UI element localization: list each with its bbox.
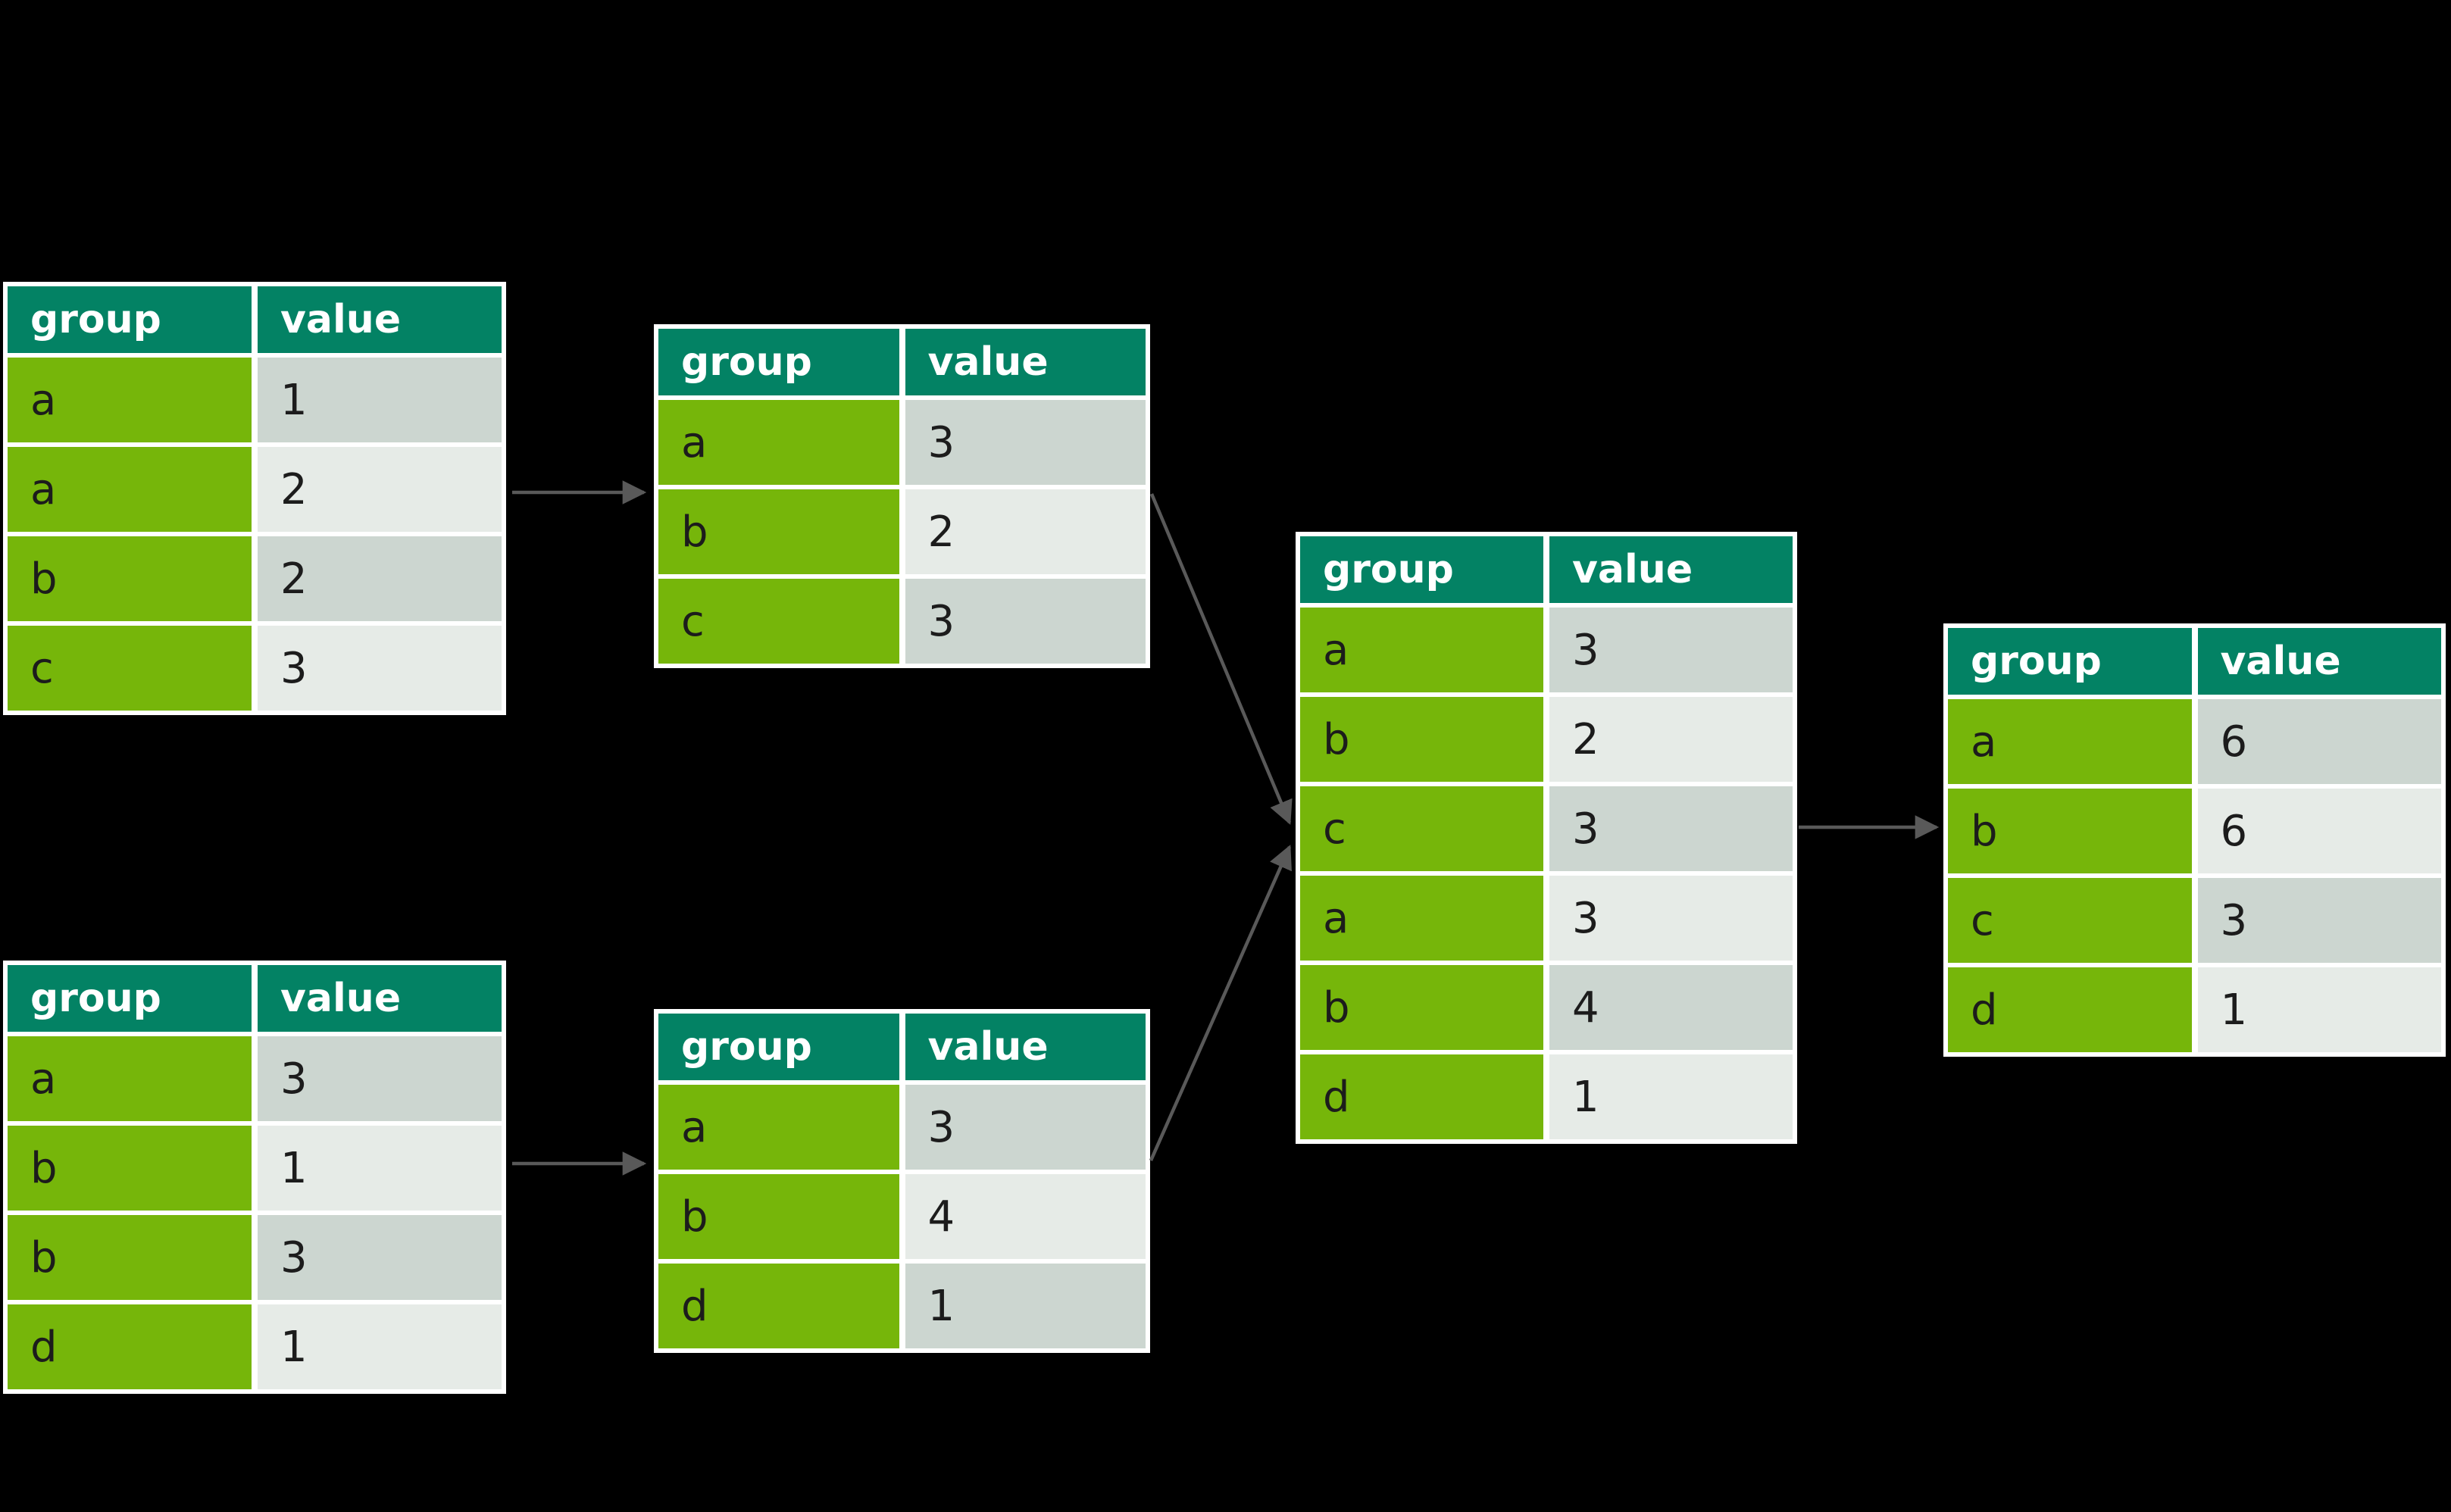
column-header-value: value <box>258 965 502 1032</box>
group-cell: a <box>658 400 899 485</box>
group-cell: c <box>1300 786 1543 871</box>
group-cell: a <box>8 358 252 442</box>
table-row: a 1 <box>8 358 502 442</box>
table-right: group value a 6 b 6 c 3 d 1 <box>1943 623 2446 1057</box>
group-cell: a <box>658 1085 899 1170</box>
table-row: d 1 <box>1300 1054 1793 1139</box>
table-row: b 2 <box>1300 697 1793 782</box>
table-row: b 4 <box>1300 965 1793 1050</box>
arrow-top-middle-to-center <box>1149 493 1293 825</box>
value-cell: 6 <box>2197 789 2441 873</box>
table-top-middle: group value a 3 b 2 c 3 <box>654 324 1150 668</box>
table-row: a 6 <box>1948 699 2441 784</box>
value-cell: 3 <box>905 579 1146 664</box>
table-header-row: group value <box>8 965 502 1032</box>
value-cell: 3 <box>905 1085 1146 1170</box>
column-header-group: group <box>8 965 252 1032</box>
group-cell: c <box>1948 878 2192 963</box>
value-cell: 1 <box>258 1126 502 1211</box>
group-cell: b <box>658 1174 899 1259</box>
table-header-row: group value <box>1948 628 2441 695</box>
group-cell: b <box>1300 965 1543 1050</box>
group-cell: b <box>8 1215 252 1300</box>
table-row: c 3 <box>1948 878 2441 963</box>
value-cell: 1 <box>258 1304 502 1389</box>
group-cell: a <box>1300 876 1543 961</box>
group-cell: a <box>1948 699 2192 784</box>
value-cell: 1 <box>258 358 502 442</box>
group-cell: d <box>8 1304 252 1389</box>
table-top-left: group value a 1 a 2 b 2 c 3 <box>3 282 506 715</box>
value-cell: 3 <box>258 626 502 711</box>
table-row: b 2 <box>8 536 502 621</box>
value-cell: 4 <box>905 1174 1146 1259</box>
table-header-row: group value <box>658 1014 1146 1080</box>
group-cell: b <box>1948 789 2192 873</box>
table-center: group value a 3 b 2 c 3 a 3 b 4 d 1 <box>1296 532 1797 1144</box>
column-header-value: value <box>258 286 502 353</box>
table-row: b 6 <box>1948 789 2441 873</box>
value-cell: 2 <box>905 489 1146 574</box>
table-row: c 3 <box>1300 786 1793 871</box>
table-header-row: group value <box>8 286 502 353</box>
value-cell: 2 <box>258 536 502 621</box>
group-cell: a <box>8 447 252 532</box>
table-row: c 3 <box>8 626 502 711</box>
value-cell: 3 <box>1549 786 1793 871</box>
group-cell: b <box>8 1126 252 1211</box>
column-header-group: group <box>1948 628 2192 695</box>
table-row: b 1 <box>8 1126 502 1211</box>
table-bottom-left: group value a 3 b 1 b 3 d 1 <box>3 961 506 1394</box>
column-header-value: value <box>905 1014 1146 1080</box>
column-header-group: group <box>1300 536 1543 603</box>
column-header-group: group <box>658 1014 899 1080</box>
group-cell: b <box>8 536 252 621</box>
group-cell: b <box>658 489 899 574</box>
table-row: b 3 <box>8 1215 502 1300</box>
value-cell: 3 <box>1549 876 1793 961</box>
value-cell: 3 <box>1549 608 1793 692</box>
table-header-row: group value <box>1300 536 1793 603</box>
group-cell: d <box>1300 1054 1543 1139</box>
column-header-group: group <box>8 286 252 353</box>
group-cell: d <box>658 1264 899 1348</box>
value-cell: 3 <box>258 1036 502 1121</box>
table-row: d 1 <box>1948 967 2441 1052</box>
column-header-value: value <box>1549 536 1793 603</box>
table-bottom-middle: group value a 3 b 4 d 1 <box>654 1009 1150 1353</box>
value-cell: 2 <box>258 447 502 532</box>
value-cell: 2 <box>1549 697 1793 782</box>
table-row: a 3 <box>658 1085 1146 1170</box>
table-row: a 3 <box>1300 608 1793 692</box>
table-row: a 3 <box>1300 876 1793 961</box>
group-cell: a <box>1300 608 1543 692</box>
table-row: a 3 <box>8 1036 502 1121</box>
column-header-value: value <box>905 329 1146 395</box>
table-row: a 3 <box>658 400 1146 485</box>
group-cell: c <box>658 579 899 664</box>
value-cell: 1 <box>1549 1054 1793 1139</box>
group-cell: a <box>8 1036 252 1121</box>
table-row: a 2 <box>8 447 502 532</box>
table-row: b 4 <box>658 1174 1146 1259</box>
column-header-value: value <box>2197 628 2441 695</box>
value-cell: 1 <box>2197 967 2441 1052</box>
value-cell: 3 <box>2197 878 2441 963</box>
table-row: d 1 <box>8 1304 502 1389</box>
group-cell: b <box>1300 697 1543 782</box>
column-header-group: group <box>658 329 899 395</box>
table-header-row: group value <box>658 329 1146 395</box>
group-cell: c <box>8 626 252 711</box>
value-cell: 6 <box>2197 699 2441 784</box>
value-cell: 4 <box>1549 965 1793 1050</box>
arrow-bottom-middle-to-center <box>1149 845 1292 1161</box>
value-cell: 3 <box>905 400 1146 485</box>
table-row: b 2 <box>658 489 1146 574</box>
value-cell: 3 <box>258 1215 502 1300</box>
value-cell: 1 <box>905 1264 1146 1348</box>
table-row: d 1 <box>658 1264 1146 1348</box>
group-cell: d <box>1948 967 2192 1052</box>
table-row: c 3 <box>658 579 1146 664</box>
